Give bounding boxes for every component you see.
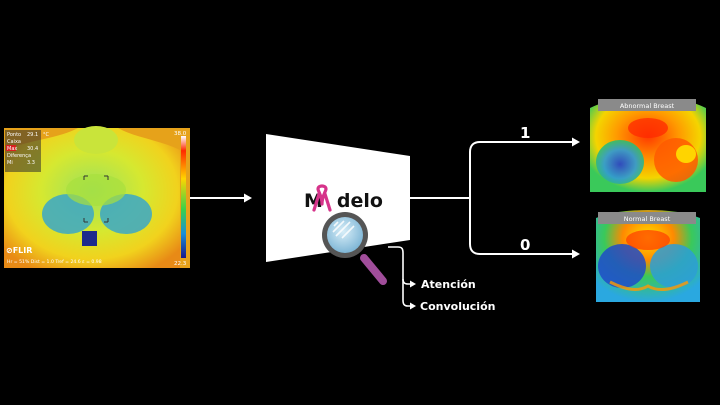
overlay-line-0: Ponto bbox=[7, 132, 21, 138]
thermal-color-scale bbox=[181, 136, 186, 258]
overlay-line-4: Mi bbox=[7, 160, 13, 166]
arrow-to-atencion bbox=[410, 280, 416, 288]
feature-label-convolucion: Convolución bbox=[420, 300, 495, 313]
awareness-ribbon-icon bbox=[312, 184, 332, 212]
overlay-line-1: Caixa bbox=[7, 139, 21, 145]
output-branch bbox=[410, 141, 574, 255]
flir-logo-text: FLIR bbox=[13, 246, 33, 255]
overlay-max-badge bbox=[6, 145, 16, 151]
thermal-neck bbox=[74, 126, 118, 154]
model-title-suffix: delo bbox=[337, 190, 383, 212]
normal-inframammary bbox=[609, 280, 689, 291]
arrow-input-to-model bbox=[190, 193, 252, 203]
normal-label-bar bbox=[598, 212, 696, 224]
normal-right-breast bbox=[650, 244, 698, 288]
abnormal-hotspot bbox=[676, 145, 696, 163]
overlay-value-2: 3.3 bbox=[27, 160, 35, 166]
thermal-footer-readout: Hr = 51% Dist = 1.0 Tref = 24.6 ε = 0.98 bbox=[7, 259, 102, 265]
output-value-0: 0 bbox=[520, 236, 530, 254]
overlay-unit: °C bbox=[43, 132, 50, 138]
thermal-marker-square bbox=[82, 231, 97, 246]
flir-logo: ⊘FLIR bbox=[6, 246, 32, 255]
arrow-to-convolucion bbox=[410, 302, 416, 310]
flir-logo-glyph: ⊘ bbox=[6, 246, 13, 255]
normal-left-breast bbox=[598, 244, 646, 288]
thermal-left-breast bbox=[42, 194, 94, 234]
abnormal-left-breast bbox=[596, 140, 644, 184]
abnormal-breast-image: Abnormal Breast bbox=[582, 92, 712, 192]
thermal-measure-box bbox=[83, 175, 109, 223]
normal-sternum bbox=[626, 230, 670, 250]
abnormal-label-bar bbox=[598, 99, 696, 111]
abnormal-sternum bbox=[628, 118, 668, 138]
input-thermal-image: Ponto Caixa Max Diferença Mi 29.1 30.4 3… bbox=[4, 126, 190, 268]
model-trapezoid bbox=[266, 134, 410, 262]
magnifier-icon bbox=[322, 212, 387, 285]
overlay-value-0: 29.1 bbox=[27, 132, 38, 138]
overlay-line-3: Diferença bbox=[7, 153, 31, 159]
scale-max-label: 38.0 bbox=[174, 131, 187, 137]
abnormal-label-text: Abnormal Breast bbox=[620, 102, 675, 110]
normal-breast-image: Normal Breast bbox=[582, 205, 712, 305]
feature-label-atencion: Atención bbox=[421, 278, 476, 291]
overlay-value-1: 30.4 bbox=[27, 146, 38, 152]
thermal-sternum bbox=[66, 174, 126, 206]
overlay-line-2: Max bbox=[7, 146, 17, 152]
thermal-right-breast bbox=[100, 194, 152, 234]
arrow-to-normal bbox=[572, 249, 580, 259]
output-value-1: 1 bbox=[520, 124, 530, 142]
scale-min-label: 22.3 bbox=[174, 261, 187, 267]
normal-label-text: Normal Breast bbox=[624, 215, 671, 223]
arrow-to-abnormal bbox=[572, 137, 580, 147]
features-bracket bbox=[388, 246, 412, 307]
